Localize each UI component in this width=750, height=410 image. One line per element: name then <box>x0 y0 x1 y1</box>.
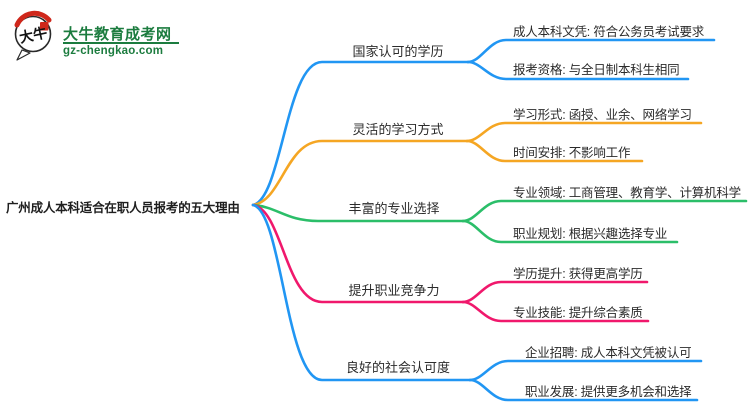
leaf-underline-1b <box>466 60 690 81</box>
leaf-underline-2a <box>465 121 703 143</box>
leaf-underline-4b <box>461 300 650 323</box>
leaf-node-2a: 学习形式: 函授、业余、网络学习 <box>513 108 692 122</box>
branch-curve-4 <box>251 203 465 304</box>
branch-label-1: 国家认可的学历 <box>352 44 444 59</box>
branch-curve-2 <box>251 139 469 207</box>
leaf-underline-5a <box>468 359 703 382</box>
branch-label-3: 丰富的专业选择 <box>348 201 440 216</box>
branch-curve-1 <box>251 60 470 207</box>
leaf-node-1b: 报考资格: 与全日制本科生相同 <box>513 63 680 77</box>
leaf-underline-2b <box>465 139 644 163</box>
site-name-divider <box>63 42 179 44</box>
leaf-underline-5b <box>468 378 699 402</box>
leaf-node-2b: 时间安排: 不影响工作 <box>513 146 631 160</box>
branch-label-4: 提升职业竞争力 <box>348 283 440 298</box>
leaf-node-3a: 专业领域: 工商管理、教育学、计算机科学 <box>513 186 741 200</box>
leaf-underline-3b <box>461 219 679 244</box>
branch-label-2: 灵活的学习方式 <box>352 122 444 137</box>
site-url: gz-chengkao.com <box>63 45 164 57</box>
leaf-node-1a: 成人本科文凭: 符合公务员考试要求 <box>513 25 705 39</box>
logo-icon-text: 大牛 <box>18 24 49 45</box>
site-logo: 大牛 大牛教育成考网 gz-chengkao.com <box>8 6 208 62</box>
leaf-node-5a: 企业招聘: 成人本科文凭被认可 <box>525 346 692 360</box>
leaf-node-4a: 学历提升: 获得更高学历 <box>513 267 643 281</box>
leaf-node-3b: 职业规划: 根据兴趣选择专业 <box>513 227 668 241</box>
branch-curve-3 <box>251 203 465 223</box>
leaf-underline-4a <box>461 280 649 304</box>
leaf-underline-3a <box>461 199 748 223</box>
root-topic: 广州成人本科适合在职人员报考的五大理由 <box>6 201 240 215</box>
branch-label-5: 良好的社会认可度 <box>345 360 450 375</box>
leaf-node-5b: 职业发展: 提供更多机会和选择 <box>525 385 692 399</box>
bull-speech-bubble-icon: 大牛 <box>14 10 52 61</box>
branch-curve-5 <box>251 203 472 382</box>
site-name: 大牛教育成考网 <box>63 26 172 43</box>
leaf-node-4b: 专业技能: 提升综合素质 <box>513 306 643 320</box>
